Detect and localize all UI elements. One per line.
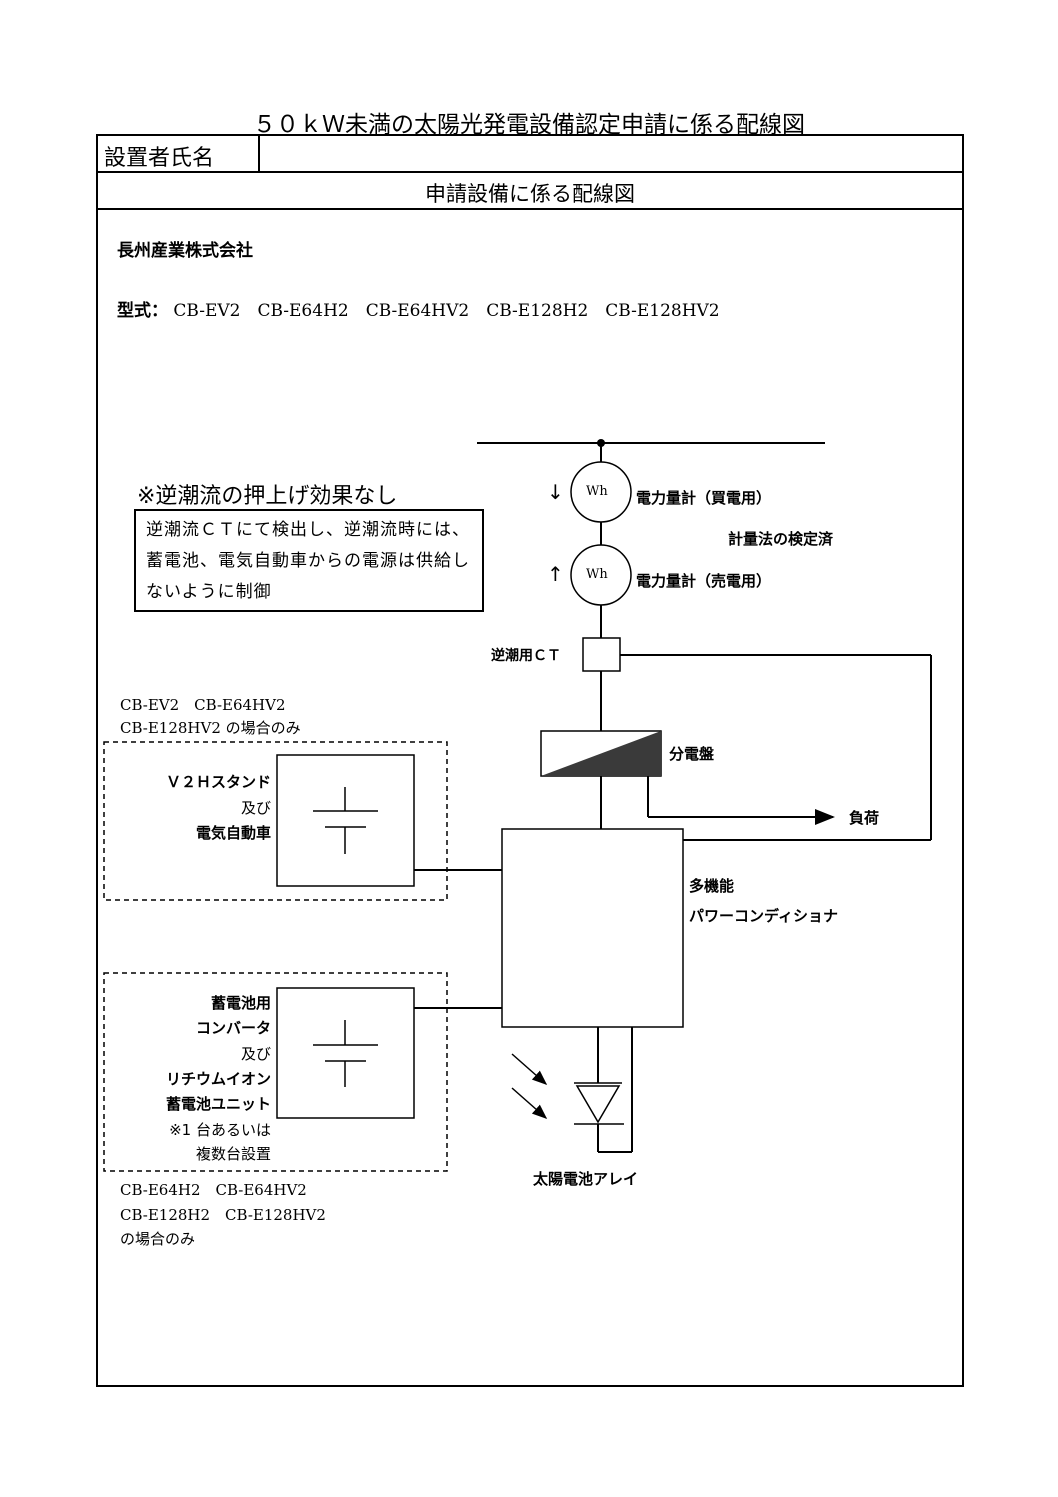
v2h-and: 及び [240, 799, 271, 817]
ct-label: 逆潮用ＣＴ [491, 648, 561, 664]
battery-caption-3: の場合のみ [120, 1230, 196, 1248]
battery-caption-2: CB-E128H2 CB-E128HV2 [120, 1206, 326, 1224]
model-list: 型式： CB-EV2 CB-E64H2 CB-E64HV2 CB-E128H2 … [117, 296, 720, 321]
model-values: CB-EV2 CB-E64H2 CB-E64HV2 CB-E128H2 CB-E… [173, 301, 720, 321]
battery-dashed-group [103, 972, 448, 1172]
row-divider-2 [96, 208, 964, 210]
v2h-caption-2: CB-E128HV2 の場合のみ [120, 719, 301, 737]
battery-name-4: 蓄電池ユニット [165, 1095, 271, 1113]
pcs-label-1: 多機能 [689, 877, 735, 895]
certified-label: 計量法の検定済 [728, 530, 834, 548]
solar-array-label: 太陽電池アレイ [533, 1170, 639, 1188]
reverse-flow-note-box: 逆潮流ＣＴにて検出し、逆潮流時には、蓄電池、電気自動車からの電源は供給しないよう… [134, 509, 484, 612]
down-arrow-icon: ↓ [547, 480, 564, 504]
battery-name-1: 蓄電池用 [210, 994, 271, 1012]
row-divider-1 [96, 171, 964, 173]
battery-note-1: ※1 台あるいは [169, 1121, 271, 1139]
battery-note-2: 複数台設置 [195, 1145, 271, 1163]
solar-diode [575, 1085, 621, 1124]
reverse-flow-note-body: 逆潮流ＣＴにて検出し、逆潮流時には、蓄電池、電気自動車からの電源は供給しないよう… [146, 520, 470, 602]
form-frame [96, 134, 964, 1387]
sell-meter-label: 電力量計（売電用） [636, 572, 772, 590]
v2h-caption-1: CB-EV2 CB-E64HV2 [120, 696, 286, 714]
page-title: ５０ｋＷ未満の太陽光発電設備認定申請に係る配線図 [253, 112, 805, 138]
v2h-name-1: Ｖ２Ｈスタンド [165, 773, 271, 791]
battery-caption-1: CB-E64H2 CB-E64HV2 [120, 1181, 307, 1199]
load-label: 負荷 [849, 809, 880, 827]
distribution-panel-label: 分電盤 [669, 745, 715, 763]
battery-name-2: コンバータ [195, 1019, 271, 1037]
section-title: 申請設備に係る配線図 [425, 182, 635, 206]
sell-meter-symbol: Wh [586, 567, 608, 582]
company-name: 長州産業株式会社 [117, 241, 253, 261]
battery-name-3: リチウムイオン [165, 1070, 271, 1088]
pcs-box [501, 828, 684, 1028]
reverse-flow-note-heading: ※逆潮流の押上げ効果なし [137, 484, 398, 509]
installer-name-label: 設置者氏名 [104, 146, 215, 171]
buy-meter-label: 電力量計（買電用） [636, 489, 772, 507]
v2h-name-2: 電気自動車 [195, 824, 271, 842]
battery-box [276, 987, 415, 1119]
installer-divider [258, 134, 260, 171]
model-label: 型式： [117, 301, 168, 321]
distribution-panel-fill [541, 731, 661, 776]
pcs-label-2: パワーコンディショナ [689, 907, 838, 925]
ct-box [582, 637, 621, 672]
v2h-dashed-group [103, 741, 448, 901]
v2h-box [276, 754, 415, 887]
buy-meter-symbol: Wh [586, 484, 608, 499]
battery-and: 及び [240, 1045, 271, 1063]
up-arrow-icon: ↑ [547, 562, 564, 586]
